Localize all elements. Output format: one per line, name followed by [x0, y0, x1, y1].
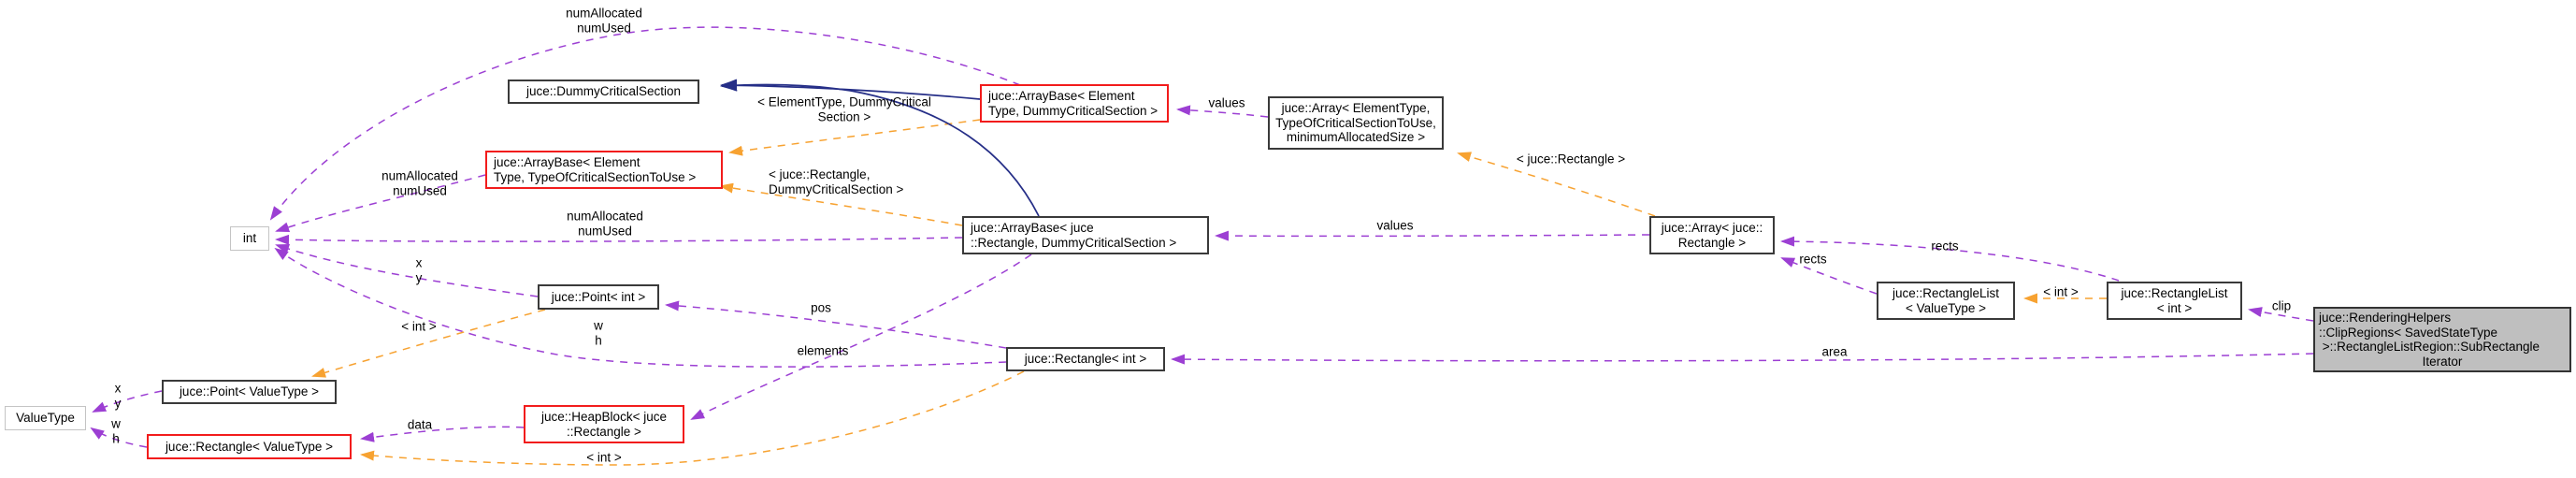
edge-tmpl-int-rect	[360, 370, 1025, 466]
edge-rects-valuetype	[1780, 257, 1878, 295]
edge-label-tmpl-int-point: < int >	[401, 319, 437, 334]
edge-label-rects-a: rects	[1931, 239, 1959, 253]
edge-label-elements: elements	[797, 343, 849, 358]
node-rectanglelist-valuetype[interactable]: juce::RectangleList < ValueType >	[1877, 282, 2015, 320]
edge-values-mid	[1215, 230, 1650, 241]
edge-label-data: data	[407, 417, 433, 432]
edge-label-xy-int: x y	[415, 255, 423, 285]
edge-inherit-rectdummy	[720, 79, 1040, 217]
edge-label-tmpl-int-rect: < int >	[586, 450, 622, 465]
node-rectanglelist-int[interactable]: juce::RectangleList < int >	[2107, 282, 2242, 320]
edge-area	[1171, 353, 2314, 365]
node-rectangle-valuetype[interactable]: juce::Rectangle< ValueType >	[147, 434, 352, 459]
edge-clip	[2248, 307, 2314, 322]
edge-label-pos: pos	[811, 300, 831, 315]
edge-label-numallocated-top: numAllocated numUsed	[566, 6, 642, 36]
edge-tmpl-jucerectangle	[1457, 152, 1656, 217]
edge-tmpl-elemdummy	[728, 119, 981, 156]
subrect-line-3: >::RectangleListRegion::SubRectangle	[2319, 340, 2540, 354]
edge-data	[360, 426, 525, 442]
edge-pos	[665, 300, 1007, 349]
node-array-juce-rectangle[interactable]: juce::Array< juce:: Rectangle >	[1649, 216, 1775, 254]
node-point-int[interactable]: juce::Point< int >	[538, 284, 659, 310]
node-arraybase-elementtype-typeofcriticalsectiontouse[interactable]: juce::ArrayBase< Element Type, TypeOfCri…	[485, 151, 723, 189]
edge-wh-int	[274, 247, 1007, 368]
edge-numallocated-top	[269, 26, 1021, 221]
node-arraybase-elementtype-dummycriticalsection[interactable]: juce::ArrayBase< Element Type, DummyCrit…	[980, 84, 1169, 123]
node-array-elementtype[interactable]: juce::Array< ElementType, TypeOfCritical…	[1268, 96, 1444, 150]
edge-label-rects-b: rects	[1799, 252, 1827, 267]
edge-label-wh-valuetype: w h	[111, 416, 121, 446]
node-heapblock-rectangle[interactable]: juce::HeapBlock< juce ::Rectangle >	[524, 405, 684, 443]
node-valuetype: ValueType	[5, 406, 86, 430]
subrect-line-2: ::ClipRegions< SavedStateType	[2319, 325, 2497, 340]
edge-xy-valuetype	[92, 390, 163, 413]
edge-label-area: area	[1821, 344, 1848, 359]
edge-wh-valuetype	[90, 427, 148, 448]
subrect-line-4: Iterator	[2422, 354, 2463, 369]
edge-values-top	[1176, 105, 1269, 118]
edge-rects-int	[1780, 236, 2120, 282]
edge-xy-int	[275, 243, 539, 297]
edge-label-tmpl-rect-dummy: < juce::Rectangle, DummyCriticalSection …	[769, 167, 904, 196]
edge-label-tmpl-elemtype-dummy: < ElementType, DummyCritical Section >	[757, 94, 931, 124]
node-point-valuetype[interactable]: juce::Point< ValueType >	[162, 380, 337, 404]
edge-numallocated-mid	[275, 234, 963, 245]
edge-elements	[690, 253, 1032, 420]
edge-label-values-mid: values	[1376, 218, 1414, 233]
node-dummycriticalsection[interactable]: juce::DummyCriticalSection	[508, 80, 699, 104]
edge-label-xy-valuetype: x y	[114, 381, 122, 411]
edge-label-tmpl-int-rlist: < int >	[2043, 284, 2079, 299]
edge-label-values-top: values	[1208, 95, 1245, 110]
edge-label-clip: clip	[2271, 298, 2292, 313]
node-int: int	[230, 226, 269, 251]
node-rectangle-int[interactable]: juce::Rectangle< int >	[1006, 347, 1165, 371]
edge-tmpl-int-point	[311, 309, 546, 378]
edge-label-numallocated-mid: numAllocated numUsed	[567, 209, 643, 239]
node-subrectangleiterator: juce::RenderingHelpers ::ClipRegions< Sa…	[2313, 307, 2571, 372]
edge-label-numallocated-left: numAllocated numUsed	[381, 168, 458, 198]
edge-tmpl-rectdummy	[719, 182, 963, 226]
node-arraybase-rectangle-dummycriticalsection[interactable]: juce::ArrayBase< juce ::Rectangle, Dummy…	[962, 216, 1209, 254]
edge-label-wh-int: w h	[594, 318, 603, 348]
subrect-line-1: juce::RenderingHelpers	[2319, 311, 2452, 325]
edge-label-tmpl-jucerectangle: < juce::Rectangle >	[1516, 152, 1626, 167]
